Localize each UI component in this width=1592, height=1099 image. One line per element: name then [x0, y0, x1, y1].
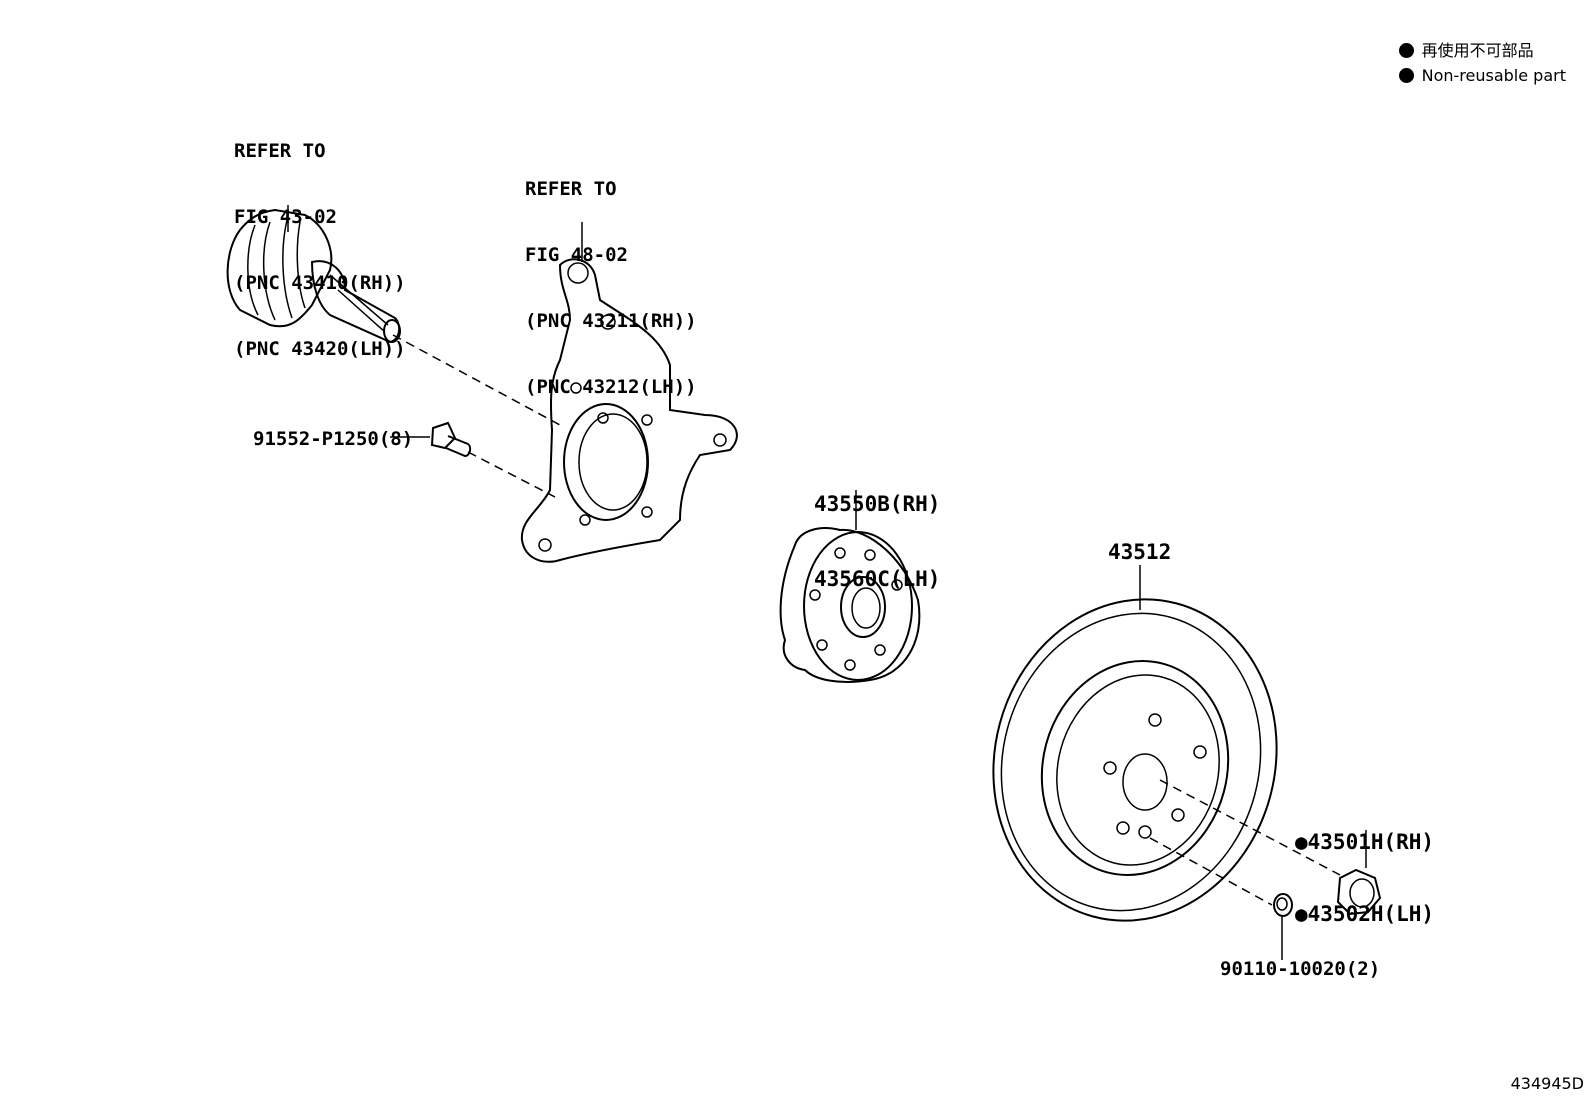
callout-line: FIG 43-02: [234, 206, 337, 228]
screw-part-number[interactable]: 90110-10020(2): [1220, 958, 1381, 980]
steering-knuckle-drawing: [520, 222, 738, 563]
bolt-drawing: [390, 421, 472, 458]
knuckle-callout[interactable]: REFER TO FIG 48-02 (PNC 43211(RH)) (PNC …: [525, 134, 697, 420]
callout-line: (PNC 43211(RH)): [525, 310, 697, 332]
callout-line: FIG 48-02: [525, 244, 628, 266]
non-reusable-dot-icon: [1398, 68, 1414, 83]
hub-assembly-drawing: [779, 490, 921, 683]
callout-line: REFER TO: [234, 140, 326, 162]
legend-row-jp: 再使用不可部品: [1398, 38, 1566, 63]
callout-line: REFER TO: [525, 178, 617, 200]
screw-drawing: [1273, 893, 1293, 960]
bolt-part-number[interactable]: 91552-P1250(8): [253, 428, 414, 450]
legend: 再使用不可部品 Non-reusable part: [1398, 38, 1566, 88]
brake-disc-drawing: [992, 565, 1278, 922]
screw-axis-line: [1149, 837, 1273, 906]
hub-part-number[interactable]: 43550B(RH) 43560C(LH): [814, 442, 940, 617]
callout-line: ●43501H(RH): [1295, 830, 1435, 854]
legend-row-en: Non-reusable part: [1398, 63, 1566, 88]
callout-line: 43550B(RH): [814, 492, 941, 516]
drive-shaft-drawing: [226, 205, 401, 344]
callout-line: (PNC 43410(RH)): [234, 272, 406, 294]
figure-code: 434945D: [1510, 1074, 1584, 1093]
legend-text-en: Non-reusable part: [1421, 66, 1566, 85]
disc-part-number[interactable]: 43512: [1108, 540, 1172, 564]
callout-line: (PNC 43212(LH)): [525, 376, 697, 398]
nut-part-number[interactable]: ●43501H(RH) ●43502H(LH): [1295, 782, 1434, 950]
hub-nut-drawing: [1336, 830, 1382, 916]
non-reusable-dot-icon: [1398, 43, 1414, 58]
callout-line: ●43502H(LH): [1295, 902, 1435, 926]
legend-text-jp: 再使用不可部品: [1421, 41, 1534, 60]
drive-shaft-axis-line: [392, 334, 561, 426]
nut-axis-line: [1159, 779, 1341, 876]
callout-line: 43560C(LH): [814, 567, 941, 591]
bolt-axis-line: [467, 451, 556, 498]
callout-line: (PNC 43420(LH)): [234, 338, 406, 360]
drive-shaft-callout[interactable]: REFER TO FIG 43-02 (PNC 43410(RH)) (PNC …: [234, 96, 406, 382]
